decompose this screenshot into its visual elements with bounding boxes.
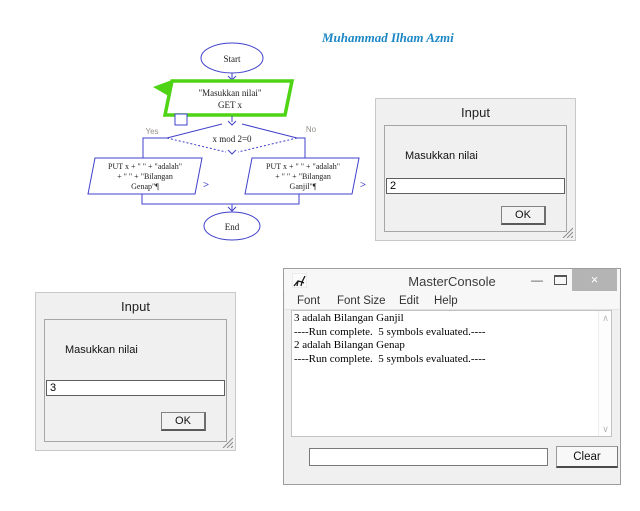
output-ganjil-line1: PUT x + " " + "adalah" — [266, 162, 340, 171]
menu-font-size[interactable]: Font Size — [337, 295, 386, 307]
console-line: ----Run complete. 5 symbols evaluated.--… — [294, 325, 486, 338]
input-dialog-bottom: Input Masukkan nilai OK — [35, 292, 236, 451]
flowchart-canvas: Start "Masukkan nilai" GET x x mod 2=0 Y… — [87, 42, 366, 241]
window-title: MasterConsole — [408, 274, 496, 289]
loop-marker — [174, 113, 188, 126]
arrowhead — [227, 206, 237, 212]
yes-label: Yes — [145, 127, 158, 136]
console-input[interactable] — [309, 448, 548, 466]
resize-grip-icon[interactable] — [559, 226, 573, 238]
output-arrow-icon: > — [203, 179, 209, 191]
resize-grip-icon[interactable] — [219, 436, 233, 448]
decision-node[interactable] — [166, 123, 223, 139]
console-line: ----Run complete. 5 symbols evaluated.--… — [294, 352, 486, 365]
dialog-titlebar[interactable]: Input — [461, 105, 490, 120]
output-arrow-icon: > — [360, 179, 366, 191]
decision-label: x mod 2=0 — [212, 134, 252, 144]
dialog-panel: Masukkan nilai OK — [384, 125, 567, 232]
maximize-button[interactable] — [554, 275, 567, 285]
menu-font[interactable]: Font — [297, 295, 321, 307]
scroll-up-icon[interactable]: ∧ — [602, 313, 609, 323]
get-node-line2: GET x — [218, 100, 243, 110]
scroll-down-icon[interactable]: ∨ — [602, 424, 609, 434]
menu-edit[interactable]: Edit — [399, 295, 419, 307]
minimize-button[interactable]: — — [531, 273, 543, 287]
console-line: 3 adalah Bilangan Ganjil — [294, 312, 404, 324]
value-input[interactable] — [46, 380, 225, 396]
ok-button[interactable]: OK — [501, 206, 546, 225]
raptor-icon — [292, 273, 307, 288]
console-line: 2 adalah Bilangan Genap — [294, 339, 405, 351]
output-ganjil-node[interactable] — [244, 157, 360, 195]
output-genap-line1: PUT x + " " + "adalah" — [108, 162, 182, 171]
output-genap-line2: + " " + "Bilangan — [117, 172, 173, 181]
no-connector — [297, 137, 306, 158]
close-button[interactable]: × — [572, 269, 617, 291]
dialog-panel: Masukkan nilai OK — [44, 319, 227, 442]
end-label: End — [225, 222, 240, 232]
get-node-line1: "Masukkan nilai" — [198, 88, 261, 98]
console-titlebar[interactable]: MasterConsole — × — [284, 269, 620, 293]
author-name: Muhammad Ilham Azmi — [322, 30, 454, 45]
yes-connector — [142, 137, 167, 158]
console-output-area[interactable]: 3 adalah Bilangan Ganjil ----Run complet… — [291, 310, 612, 437]
input-dialog-top: Input Masukkan nilai OK — [375, 98, 576, 241]
arrowhead — [227, 120, 237, 126]
output-genap-node[interactable] — [87, 157, 203, 195]
output-genap-line3: Genap"¶ — [131, 182, 159, 191]
end-node[interactable] — [203, 211, 261, 241]
merge-connector — [141, 194, 232, 205]
console-output-text: 3 adalah Bilangan Ganjil ----Run complet… — [294, 312, 597, 435]
output-ganjil-line3: Ganjil"¶ — [290, 182, 317, 191]
no-label: No — [306, 125, 317, 134]
prompt-label: Masukkan nilai — [405, 150, 478, 162]
masterconsole-window: MasterConsole — × Font Font Size Edit He… — [283, 268, 621, 485]
selection-tab — [153, 80, 172, 98]
scrollbar[interactable]: ∧ ∨ — [598, 311, 611, 436]
get-input-node[interactable] — [162, 79, 295, 117]
menu-help[interactable]: Help — [434, 295, 458, 307]
start-label: Start — [224, 54, 241, 64]
prompt-label: Masukkan nilai — [65, 344, 138, 356]
value-input[interactable] — [386, 178, 565, 194]
output-ganjil-line2: + " " + "Bilangan — [275, 172, 331, 181]
dialog-titlebar[interactable]: Input — [121, 299, 150, 314]
clear-button[interactable]: Clear — [556, 446, 618, 468]
ok-button[interactable]: OK — [161, 412, 206, 431]
merge-connector — [232, 194, 300, 205]
console-menubar: Font Font Size Edit Help — [285, 293, 619, 310]
